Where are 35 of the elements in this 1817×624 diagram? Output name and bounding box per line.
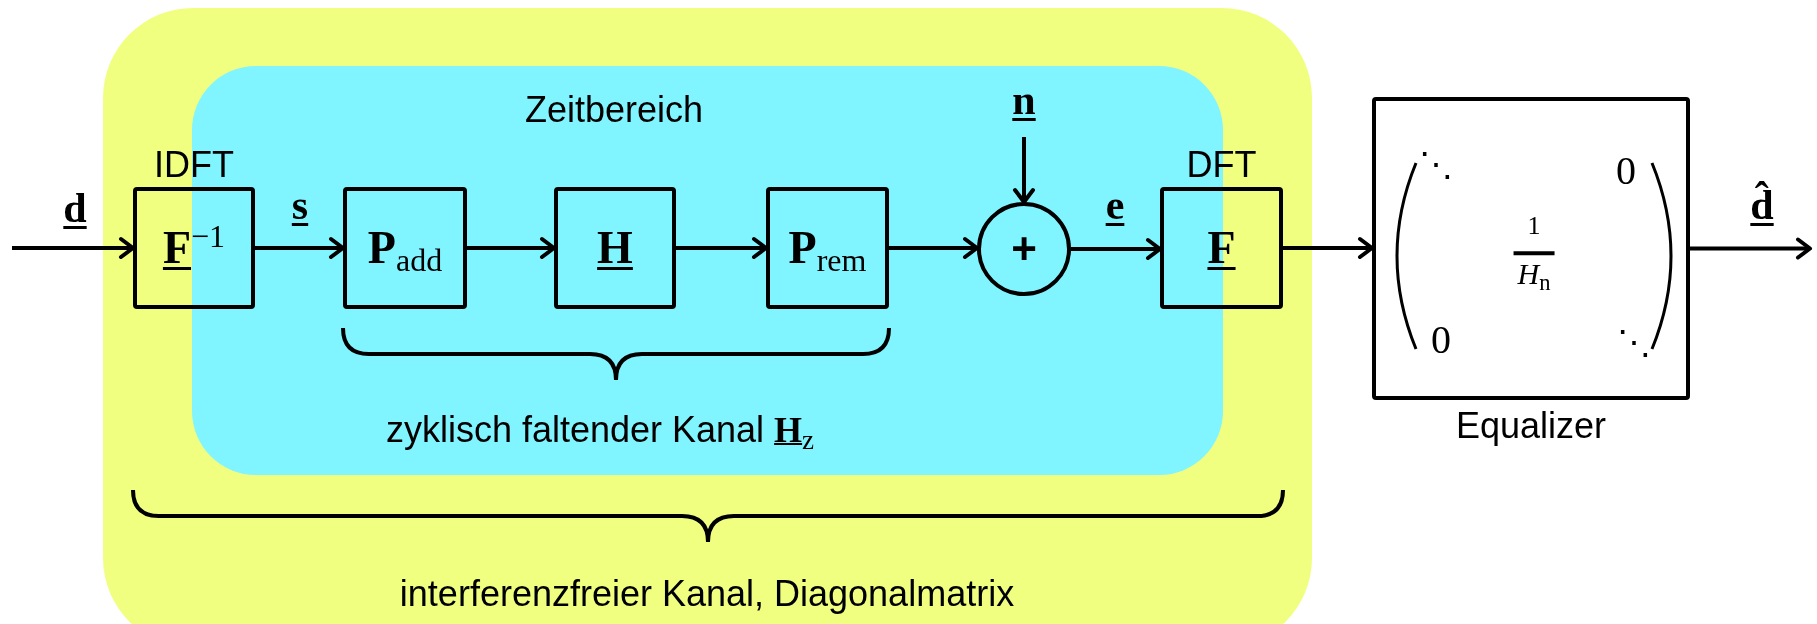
matrix-entry: 0	[1616, 151, 1636, 191]
block-caption: IDFT	[154, 147, 234, 183]
matrix-entry: 0	[1431, 320, 1451, 360]
signal-label: e	[1105, 184, 1125, 226]
signal-label: s	[291, 184, 309, 226]
math-symbol: P$_{rem}$	[788, 225, 867, 271]
arrow	[467, 237, 556, 259]
arrow	[12, 237, 135, 259]
block-caption: Equalizer	[1455, 408, 1607, 444]
block-box	[343, 187, 467, 309]
math-symbol: H	[597, 225, 633, 271]
arrow	[255, 237, 345, 259]
math-symbol: P$_{add}$	[367, 225, 443, 271]
block-box	[766, 187, 889, 309]
arrow	[676, 237, 768, 259]
arrow	[889, 237, 979, 259]
brace-caption: zyklisch faltender Kanal H$_{z}$	[385, 412, 815, 448]
arrow	[1071, 238, 1162, 260]
math-symbol: F	[1207, 225, 1236, 271]
math-symbol: F$^{−1}$	[162, 225, 226, 271]
fraction-numerator: 1	[1527, 213, 1541, 239]
band-title: Zeitbereich	[524, 92, 704, 128]
matrix-entry: ⋱	[1617, 325, 1651, 359]
channel-band	[103, 8, 1312, 624]
matrix-entry: ⋱	[1419, 147, 1453, 181]
plus-sign: +	[1011, 227, 1037, 271]
signal-label: n	[1012, 79, 1036, 121]
signal-label: d	[63, 187, 87, 229]
arrow	[1690, 237, 1812, 260]
block-box	[554, 187, 676, 309]
block-caption: DFT	[1186, 147, 1257, 183]
brace-caption: interferenzfreier Kanal, Diagonalmatrix	[399, 576, 1015, 612]
arrow	[1283, 237, 1374, 259]
fraction-denominator: H$_{n}$	[1513, 251, 1555, 293]
arrow	[1013, 137, 1035, 204]
